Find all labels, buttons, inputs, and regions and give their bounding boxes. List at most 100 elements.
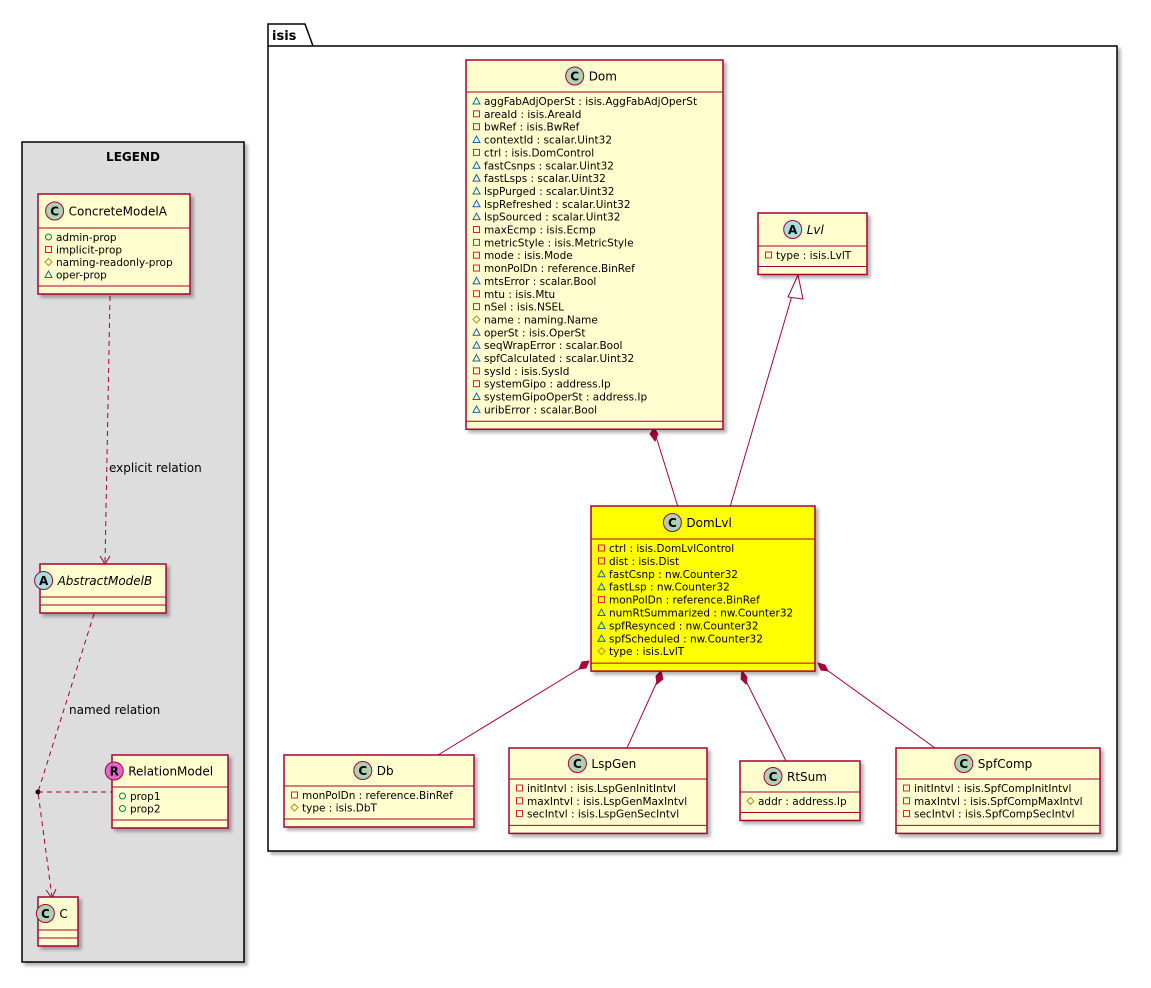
package-visibility-icon [472, 96, 481, 105]
private-visibility-icon [473, 238, 480, 246]
dom-composition-diamond [649, 427, 659, 443]
private-visibility-icon [473, 110, 480, 118]
private-visibility-icon [473, 226, 480, 233]
package-visibility-icon [472, 212, 481, 221]
relation-model-title: RelationModel [128, 765, 213, 779]
class-rtsum-stereotype-letter: C [769, 770, 778, 784]
class-dom-attribute: systemGipoOperSt : address.Ip [484, 392, 647, 404]
abstract-model-b-stereotype-icon [34, 571, 54, 590]
package-visibility-icon [472, 160, 481, 169]
class-lspgen-stereotype-icon [567, 754, 587, 773]
private-visibility-icon [516, 810, 523, 818]
class-dom-attribute: monPolDn : reference.BinRef [484, 263, 635, 275]
relation-model-box [111, 754, 229, 829]
abstract-model-b-box [39, 563, 167, 614]
class-dom-attribute: bwRef : isis.BwRef [484, 122, 580, 134]
private-visibility-icon [516, 784, 523, 792]
class-lspgen-box [508, 747, 708, 835]
package-visibility-icon [472, 391, 481, 401]
package-visibility-icon [472, 353, 481, 362]
class-spfcomp-box [895, 747, 1101, 835]
domlvl-db-diamond [578, 660, 590, 670]
concrete-model-a-attribute: oper-prop [56, 270, 107, 282]
class-dom-attribute: uribError : scalar.Bool [484, 404, 597, 416]
package-visibility-icon [597, 633, 606, 642]
lvl-generalization-triangle [787, 273, 804, 300]
private-visibility-icon [473, 148, 480, 156]
package-visibility-icon [472, 404, 481, 413]
package-visibility-icon [472, 186, 481, 195]
class-db-stereotype-letter: C [358, 764, 367, 778]
class-domlvl-attribute: fastCsnp : nw.Counter32 [609, 569, 738, 581]
class-lspgen-attribute: initIntvl : isis.LspGenInitIntvl [527, 783, 676, 795]
class-dom-attribute: fastLsps : scalar.Uint32 [484, 173, 606, 185]
domlvl-lspgen-composition [626, 674, 661, 749]
private-visibility-icon [473, 367, 480, 375]
private-visibility-icon [598, 544, 605, 552]
domlvl-spfcomp-composition [819, 664, 936, 749]
class-dom-attribute: lspPurged : scalar.Uint32 [484, 186, 614, 198]
class-domlvl-stereotype-icon [662, 513, 682, 532]
relation-model-stereotype-icon [104, 761, 124, 781]
private-visibility-icon [473, 380, 480, 388]
class-dom-attribute: areaId : isis.AreaId [484, 109, 581, 121]
domlvl-db-composition [437, 663, 588, 756]
private-visibility-icon [473, 264, 480, 272]
package-visibility-icon [472, 327, 481, 336]
private-visibility-icon [45, 246, 52, 253]
package-visibility-icon [44, 269, 53, 278]
public-visibility-icon [119, 792, 126, 800]
class-dom-attribute: nSel : isis.NSEL [484, 302, 564, 314]
protected-visibility-icon [472, 315, 481, 324]
class-c-title: C [59, 907, 67, 921]
private-visibility-icon [903, 810, 910, 818]
package-visibility-icon [472, 134, 481, 144]
class-domlvl-attribute: dist : isis.Dist [609, 556, 679, 568]
class-lvl-stereotype-letter: A [788, 223, 798, 237]
class-dom-attribute: operSt : isis.OperSt [484, 327, 585, 339]
public-visibility-icon [45, 233, 52, 241]
relation-model-attribute: prop2 [130, 804, 161, 816]
class-dom-attribute: fastCsnps : scalar.Uint32 [484, 160, 614, 172]
private-visibility-icon [598, 557, 605, 565]
class-lspgen-attribute: maxIntvl : isis.LspGenMaxIntvl [527, 796, 687, 808]
class-lspgen-title: LspGen [591, 757, 636, 771]
protected-visibility-icon [597, 646, 606, 656]
concrete-model-a-stereotype-icon [45, 201, 65, 221]
relation-model-attribute: prop1 [130, 791, 161, 803]
class-domlvl-attribute: spfScheduled : nw.Counter32 [609, 633, 763, 645]
package-visibility-icon [597, 569, 606, 578]
class-spfcomp-stereotype-icon [954, 754, 974, 773]
relation-model-stereotype-letter: R [110, 765, 119, 779]
private-visibility-icon [473, 290, 480, 298]
package-visibility-icon [597, 620, 606, 629]
class-db-attribute: type : isis.DbT [302, 803, 378, 815]
package-visibility-icon [472, 276, 481, 285]
class-db-attribute: monPolDn : reference.BinRef [302, 790, 453, 802]
class-spfcomp-attribute: maxIntvl : isis.SpfCompMaxIntvl [914, 796, 1083, 808]
class-dom-attribute: metricStyle : isis.MetricStyle [484, 237, 634, 249]
concrete-model-a-attribute: admin-prop [56, 232, 117, 244]
private-visibility-icon [903, 797, 910, 805]
dom-domlvl-composition [653, 429, 679, 508]
protected-visibility-icon [746, 796, 755, 806]
class-rtsum-stereotype-icon [763, 767, 783, 786]
concrete-model-a-title: ConcreteModelA [69, 205, 168, 219]
lvl-domlvl-generalization [729, 281, 797, 508]
class-dom-attribute: contextId : scalar.Uint32 [484, 135, 612, 147]
package-visibility-icon [597, 607, 606, 616]
class-lvl-stereotype-icon [783, 220, 803, 239]
explicit-relation-label: explicit relation [109, 461, 202, 475]
concrete-model-a-stereotype-letter: C [50, 205, 59, 219]
class-spfcomp-title: SpfComp [978, 757, 1033, 771]
private-visibility-icon [598, 596, 605, 604]
class-dom-attribute: lspSourced : scalar.Uint32 [484, 212, 620, 224]
package-visibility-icon [472, 340, 481, 349]
